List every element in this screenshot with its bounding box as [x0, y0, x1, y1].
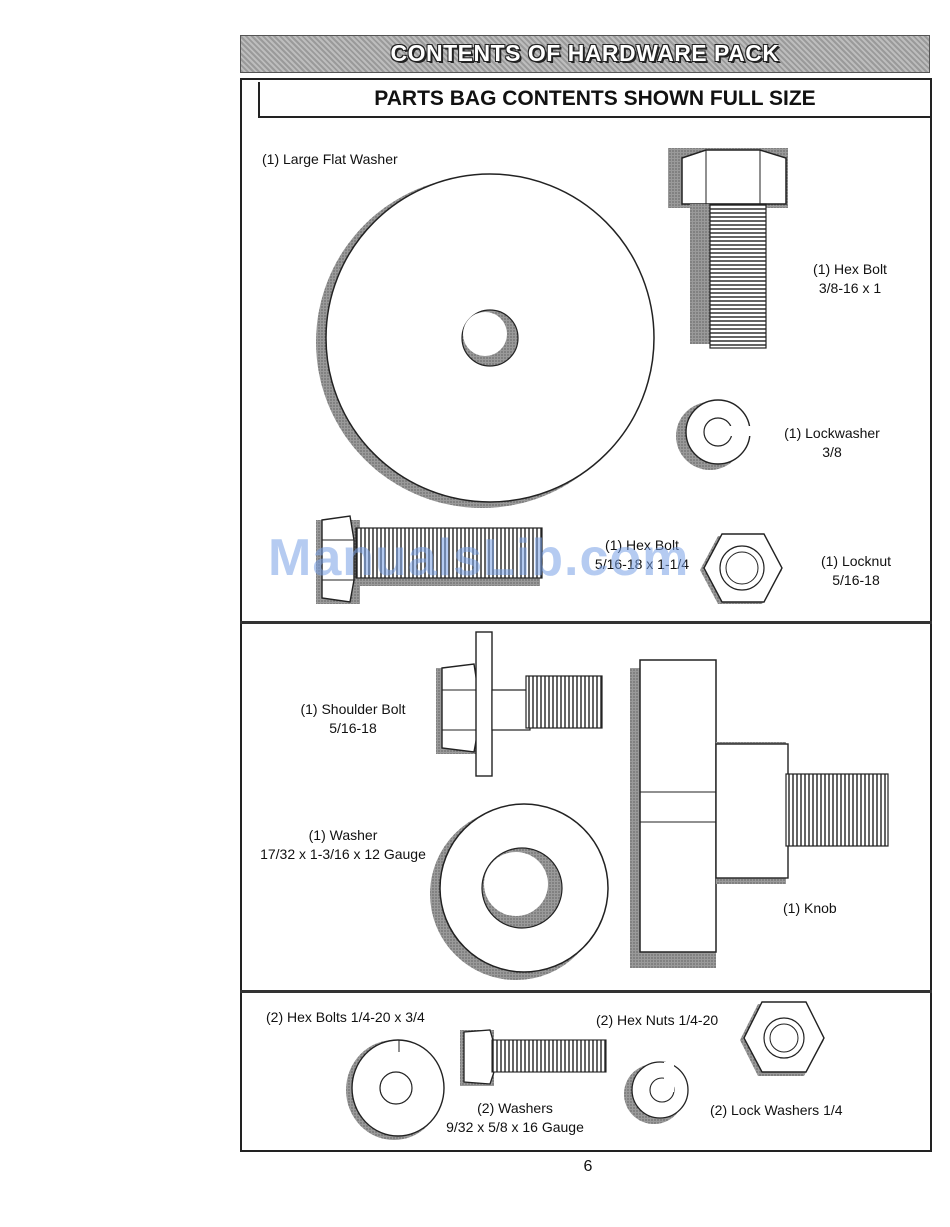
page-subtitle: PARTS BAG CONTENTS SHOWN FULL SIZE: [374, 87, 816, 110]
page-title: CONTENTS OF HARDWARE PACK: [390, 40, 780, 66]
section-divider: [240, 621, 932, 624]
washer-drawing: [430, 803, 609, 980]
label-lockwasher-38: (1) Lockwasher 3/8: [784, 425, 880, 460]
section-divider: [240, 990, 932, 993]
shoulder-bolt-drawing: [436, 631, 603, 777]
label-hex-bolts-14: (2) Hex Bolts 1/4-20 x 3/4: [266, 1009, 425, 1025]
small-washer-drawing: [346, 1039, 445, 1140]
label-hex-nuts-14: (2) Hex Nuts 1/4-20: [596, 1012, 719, 1028]
lock-washer-14-drawing: [624, 1061, 689, 1124]
label-hex-bolt-516: (1) Hex Bolt 5/16-18 x 1-1/4: [594, 537, 690, 572]
label-hex-bolt-38: (1) Hex Bolt 3/8-16 x 1: [813, 261, 887, 296]
header-banner: CONTENTS OF HARDWARE PACK: [240, 35, 930, 73]
label-lock-washers-14: (2) Lock Washers 1/4: [710, 1102, 843, 1118]
locknut-drawing: [700, 533, 783, 604]
knob-drawing: [630, 659, 889, 968]
label-shoulder-bolt: (1) Shoulder Bolt 5/16-18: [300, 701, 406, 736]
label-washers-2: (2) Washers 9/32 x 5/8 x 16 Gauge: [446, 1100, 584, 1135]
label-large-flat-washer: (1) Large Flat Washer: [262, 151, 398, 167]
label-locknut: (1) Locknut 5/16-18: [820, 553, 892, 588]
content-frame: [240, 78, 932, 1152]
hex-bolt-38-drawing: [668, 148, 788, 349]
large-flat-washer-drawing: [316, 173, 655, 508]
hex-bolt-14-drawing: [460, 1029, 607, 1086]
hex-bolt-516-drawing: [316, 515, 543, 604]
label-knob: (1) Knob: [783, 900, 837, 916]
label-washer: (1) Washer 17/32 x 1-3/16 x 12 Gauge: [260, 827, 426, 862]
lockwasher-38-drawing: [676, 399, 754, 470]
page-number: 6: [583, 1158, 593, 1175]
subtitle-box: PARTS BAG CONTENTS SHOWN FULL SIZE: [258, 82, 930, 118]
watermark: ManualsLib.com: [268, 529, 690, 587]
hex-nut-14-drawing: [740, 1001, 825, 1076]
